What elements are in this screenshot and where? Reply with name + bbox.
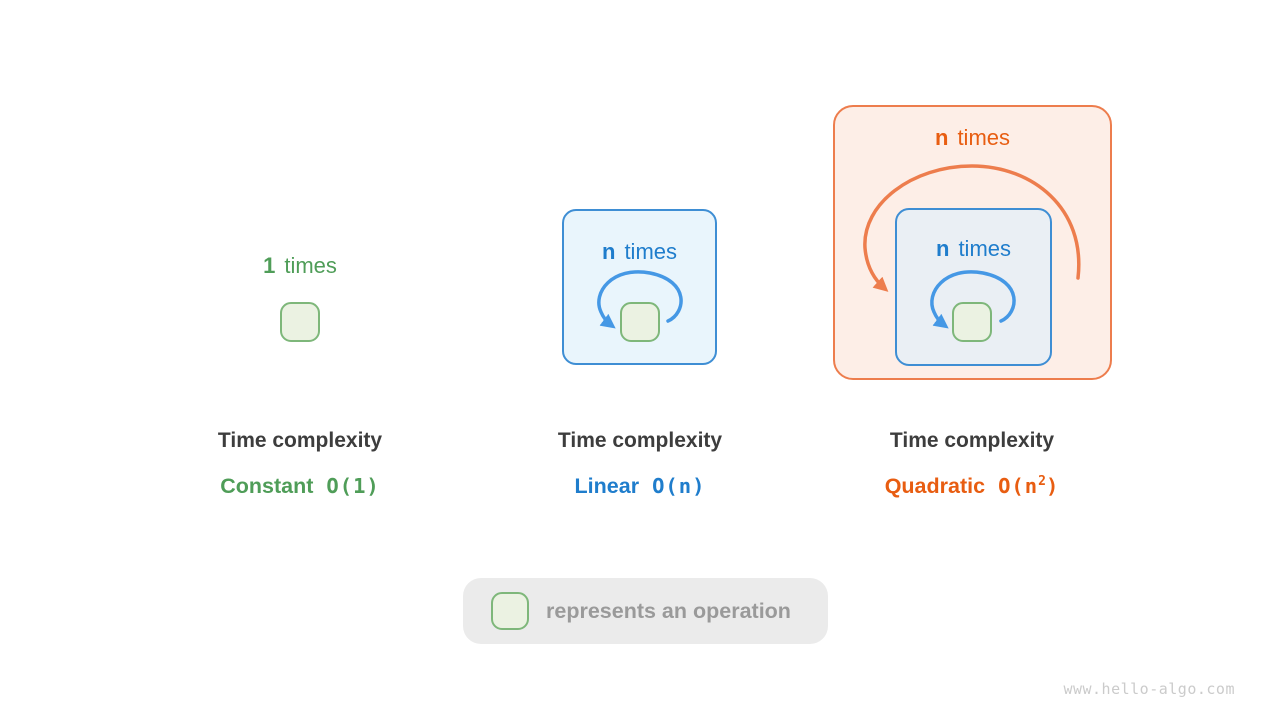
constant-big-o-notation: O(1) <box>326 474 380 498</box>
constant-loop-count: 1 <box>263 253 276 278</box>
constant-loop-count-label: 1 times <box>190 253 410 279</box>
notation-close: ) <box>1045 474 1060 498</box>
quadratic-outer-times-word: times <box>957 125 1010 150</box>
watermark: www.hello-algo.com <box>1063 680 1235 698</box>
linear-big-o-notation: O(n) <box>652 474 706 498</box>
quadratic-outer-loop-arrow <box>863 164 1081 292</box>
quadratic-inner-times-word: times <box>958 236 1011 261</box>
notation-base: O(n <box>998 474 1039 498</box>
legend-label: represents an operation <box>546 598 791 623</box>
constant-complexity-value: Constant O(1) <box>140 474 460 499</box>
quadratic-big-o-notation: O(n2) <box>998 474 1059 498</box>
constant-times-word: times <box>284 253 337 278</box>
quadratic-inner-loop-arrow <box>930 270 1016 329</box>
quadratic-inner-loop-count: n <box>935 236 950 261</box>
quadratic-caption: Time complexity Quadratic O(n2) <box>812 429 1132 499</box>
quadratic-caption-title: Time complexity <box>889 429 1055 452</box>
operation-box <box>280 302 320 342</box>
linear-loop-count: n <box>601 239 616 264</box>
quadratic-complexity-name: Quadratic <box>884 474 986 498</box>
quadratic-outer-loop-count: n <box>934 125 949 150</box>
linear-complexity-name: Linear <box>574 474 640 498</box>
linear-complexity-value: Linear O(n) <box>480 474 800 499</box>
notation-superscript: 2 <box>1038 474 1046 490</box>
linear-caption: Time complexity Linear O(n) <box>480 429 800 499</box>
constant-caption: Time complexity Constant O(1) <box>140 429 460 499</box>
operation-box <box>620 302 660 342</box>
linear-times-word: times <box>624 239 677 264</box>
linear-loop-arrow <box>597 270 683 329</box>
legend: represents an operation <box>463 578 828 644</box>
constant-complexity-name: Constant <box>220 474 314 498</box>
linear-caption-title: Time complexity <box>557 429 723 452</box>
operation-box <box>952 302 992 342</box>
quadratic-complexity-value: Quadratic O(n2) <box>812 474 1132 499</box>
constant-caption-title: Time complexity <box>217 429 383 452</box>
operation-box-legend-swatch <box>491 592 529 630</box>
